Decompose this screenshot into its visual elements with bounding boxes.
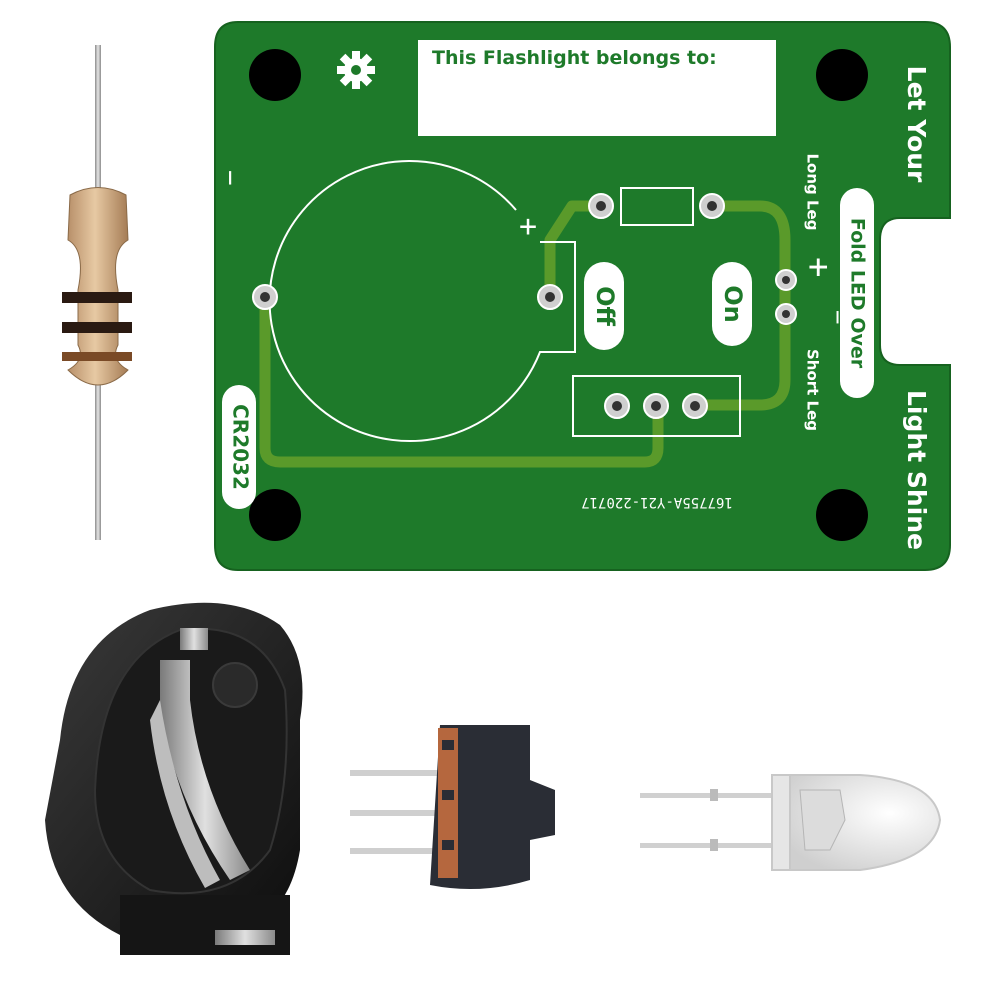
mount-hole-bottom-left [249, 489, 301, 541]
battery-plus-sign: + [519, 209, 537, 244]
switch-on-pill: On [712, 262, 752, 346]
gear-icon [337, 51, 375, 89]
coin-cell-holder-component [45, 602, 303, 955]
battery-type-label: CR2032 [229, 404, 253, 490]
pcb-board: This Flashlight belongs to: + − CR2032 O… [214, 21, 951, 571]
switch-footprint [572, 375, 741, 437]
switch-on-label: On [719, 285, 747, 323]
led-plus-sign: + [808, 247, 828, 287]
tagline-bottom: Light Shine [902, 390, 931, 550]
pcb-substrate [214, 21, 951, 571]
fold-led-label: Fold LED Over [847, 218, 869, 369]
tagline-top: Let Your [902, 66, 931, 183]
owner-name-box [418, 40, 776, 136]
resistor-footprint [620, 187, 694, 226]
battery-minus-sign: − [215, 170, 245, 186]
switch-off-label: Off [591, 286, 619, 326]
board-code: 167755A-Y21-220717 [581, 494, 733, 510]
short-leg-label: Short Leg [804, 349, 822, 431]
mount-hole-top-right [816, 49, 868, 101]
slide-switch-component [350, 725, 555, 889]
battery-footprint [268, 160, 576, 443]
switch-off-pill: Off [584, 262, 624, 350]
owner-label: This Flashlight belongs to: [432, 47, 717, 69]
long-leg-label: Long Leg [804, 154, 822, 231]
led-component [640, 774, 942, 871]
fold-led-pill: Fold LED Over [840, 188, 874, 398]
battery-type-pill: CR2032 [222, 385, 256, 509]
mount-hole-bottom-right [816, 489, 868, 541]
resistor-component [62, 45, 132, 540]
mount-hole-top-left [249, 49, 301, 101]
